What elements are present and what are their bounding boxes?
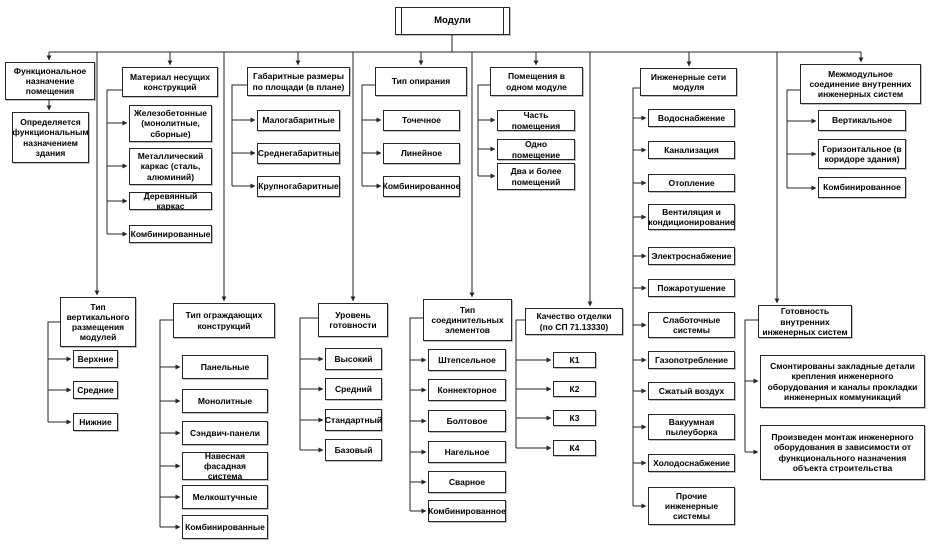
node-curtain-facade-system: Навесная фасадная система	[182, 451, 268, 481]
node-k1: К1	[553, 352, 596, 368]
header-connecting-elements-type: Тип соединительных элементов	[423, 299, 512, 341]
node-combined-material: Комбинированные	[129, 225, 212, 243]
node-high: Высокий	[325, 348, 382, 370]
node-heating: Отопление	[648, 174, 735, 192]
node-defined-by-building-purpose: Определяется функциональным назначением …	[12, 112, 89, 163]
node-large-size: Крупногабаритные	[257, 176, 340, 197]
header-overall-dimensions: Габаритные размеры по площади (в плане)	[247, 67, 350, 96]
node-small-piece: Мелкоштучные	[182, 485, 268, 509]
node-cold-supply: Холодоснабжение	[648, 454, 735, 472]
node-water-supply: Водоснабжение	[648, 109, 735, 127]
node-medium-size: Среднегабаритные	[257, 143, 340, 164]
node-basic: Базовый	[325, 439, 382, 461]
node-gas-consumption: Газопотребление	[648, 351, 735, 369]
node-combined-enclosing: Комбинированные	[182, 515, 268, 539]
node-point-support: Точечное	[383, 110, 460, 131]
node-welded: Сварное	[428, 471, 506, 493]
header-engineering-networks: Инженерные сети модуля	[640, 68, 737, 96]
node-upper: Верхние	[73, 350, 118, 368]
header-bearing-structure-material: Материал несущих конструкций	[122, 67, 218, 97]
node-standard: Стандартный	[325, 409, 382, 431]
node-two-or-more-rooms: Два и более помещений	[497, 163, 575, 190]
header-support-type: Тип опирания	[375, 67, 467, 96]
node-combined-connection: Комбинированное	[818, 177, 906, 198]
node-middle: Средние	[73, 381, 118, 399]
node-wooden-frame: Деревянный каркас	[129, 191, 212, 211]
header-finish-quality: Качество отделки (по СП 71.13330)	[525, 308, 623, 335]
node-fire-fighting: Пожаротушение	[648, 279, 735, 297]
header-rooms-per-module: Помещения в одном модуле	[490, 67, 583, 96]
node-sandwich-panels: Сэндвич-панели	[182, 421, 268, 445]
node-monolithic: Монолитные	[182, 389, 268, 413]
node-embedded-parts-installed: Смонтированы закладные детали крепления …	[760, 355, 925, 408]
node-k2: К2	[553, 381, 596, 397]
header-readiness-level: Уровень готовности	[318, 303, 388, 337]
node-sewerage: Канализация	[648, 141, 735, 159]
node-part-of-room: Часть помещения	[497, 110, 575, 131]
node-other-engineering-systems: Прочие инженерные системы	[648, 487, 735, 525]
node-compressed-air: Сжатый воздух	[648, 382, 735, 400]
node-panel: Панельные	[182, 355, 268, 379]
node-small-size: Малогабаритные	[257, 110, 340, 131]
root-node-modules: Модули	[395, 7, 510, 35]
node-k3: К3	[553, 410, 596, 426]
node-dowel: Нагельное	[428, 441, 506, 463]
node-plug-in: Штепсельное	[428, 349, 506, 371]
node-vacuum-cleaning: Вакуумная пылеуборка	[648, 414, 735, 440]
node-bolted: Болтовое	[428, 410, 506, 432]
node-ventilation: Вентиляция и кондиционирование	[648, 204, 735, 230]
header-intermodule-connection: Межмодульное соединение внутренних инжен…	[800, 64, 921, 104]
node-one-room: Одно помещение	[497, 139, 575, 160]
header-functional-purpose: Функциональное назначение помещения	[5, 62, 95, 100]
node-low-current-systems: Слаботочные системы	[648, 312, 735, 338]
node-medium: Средний	[325, 378, 382, 400]
header-vertical-placement-type: Тип вертикального размещения модулей	[60, 297, 136, 347]
node-vertical-connection: Вертикальное	[818, 110, 906, 131]
node-k4: К4	[553, 440, 596, 456]
node-linear-support: Линейное	[383, 143, 460, 164]
header-enclosing-structures-type: Тип ограждающих конструкций	[173, 303, 275, 338]
node-reinforced-concrete: Железобетонные (монолитные, сборные)	[129, 105, 212, 142]
node-power-supply: Электроснабжение	[648, 247, 735, 265]
node-metal-frame: Металлический каркас (сталь, алюминий)	[129, 148, 212, 185]
node-equipment-installed: Произведен монтаж инженерного оборудован…	[760, 425, 925, 480]
header-internal-systems-readiness: Готовность внутренних инженерных систем	[758, 305, 852, 338]
node-connector: Коннекторное	[428, 379, 506, 401]
node-combined-connecting: Комбинированное	[428, 500, 506, 522]
node-horizontal-connection: Горизонтальное (в коридоре здания)	[818, 139, 906, 169]
node-combined-support: Комбинированное	[383, 176, 460, 197]
node-lower: Нижние	[73, 413, 118, 431]
